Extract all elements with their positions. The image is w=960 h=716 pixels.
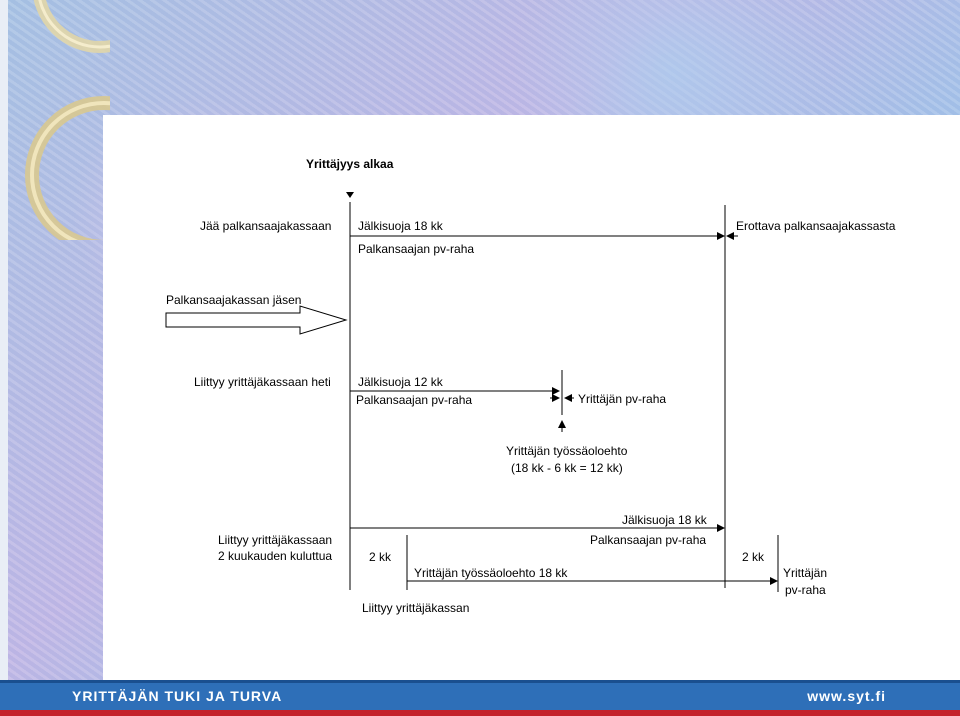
row3-top-label: Jälkisuoja 18 kk — [622, 513, 708, 527]
member-hollow-arrow-icon — [165, 305, 348, 335]
row1-top-label: Jälkisuoja 18 kk — [358, 219, 444, 233]
left-edge-strip — [0, 0, 8, 680]
row3-ehto-label: Yrittäjän työssäoloehto 18 kk — [414, 566, 568, 580]
row2-note-line2: (18 kk - 6 kk = 12 kk) — [511, 461, 623, 475]
row2-note-line1: Yrittäjän työssäoloehto — [506, 444, 628, 458]
decorative-ring-icon — [25, 0, 110, 240]
row3-join-label: Liittyy yrittäjäkassan — [362, 601, 469, 615]
footer-bar: YRITTÄJÄN TUKI JA TURVA www.syt.fi — [0, 680, 960, 716]
footer-brand: YRITTÄJÄN TUKI JA TURVA — [72, 688, 283, 704]
row1-end-label: Erottava palkansaajakassasta — [736, 219, 896, 233]
row3-2kk-right: 2 kk — [742, 550, 765, 564]
timeline-diagram: Yrittäjyys alkaa Jää palkansaajakassaan … — [165, 157, 896, 615]
diagram-panel — [103, 115, 960, 680]
row2-label: Liittyy yrittäjäkassaan heti — [194, 375, 331, 389]
footer-red-stripe — [0, 710, 960, 716]
row3-label-line2: 2 kuukauden kuluttua — [218, 549, 332, 563]
row2-top-label: Jälkisuoja 12 kk — [358, 375, 444, 389]
row3-2kk-left: 2 kk — [369, 550, 392, 564]
footer-website-link[interactable]: www.syt.fi — [807, 688, 886, 704]
row2-end-label: Yrittäjän pv-raha — [578, 392, 666, 406]
start-marker-icon — [346, 192, 354, 198]
row3-bottom-label: Palkansaajan pv-raha — [590, 533, 706, 547]
diagram-title: Yrittäjyys alkaa — [306, 157, 394, 171]
row3-end-line1: Yrittäjän — [783, 566, 827, 580]
row2-bottom-label: Palkansaajan pv-raha — [356, 393, 472, 407]
member-label: Palkansaajakassan jäsen — [166, 293, 301, 307]
row1-label: Jää palkansaajakassaan — [200, 219, 331, 233]
row3-end-line2: pv-raha — [785, 583, 826, 597]
row3-label-line1: Liittyy yrittäjäkassaan — [218, 533, 332, 547]
row1-bottom-label: Palkansaajan pv-raha — [358, 242, 474, 256]
